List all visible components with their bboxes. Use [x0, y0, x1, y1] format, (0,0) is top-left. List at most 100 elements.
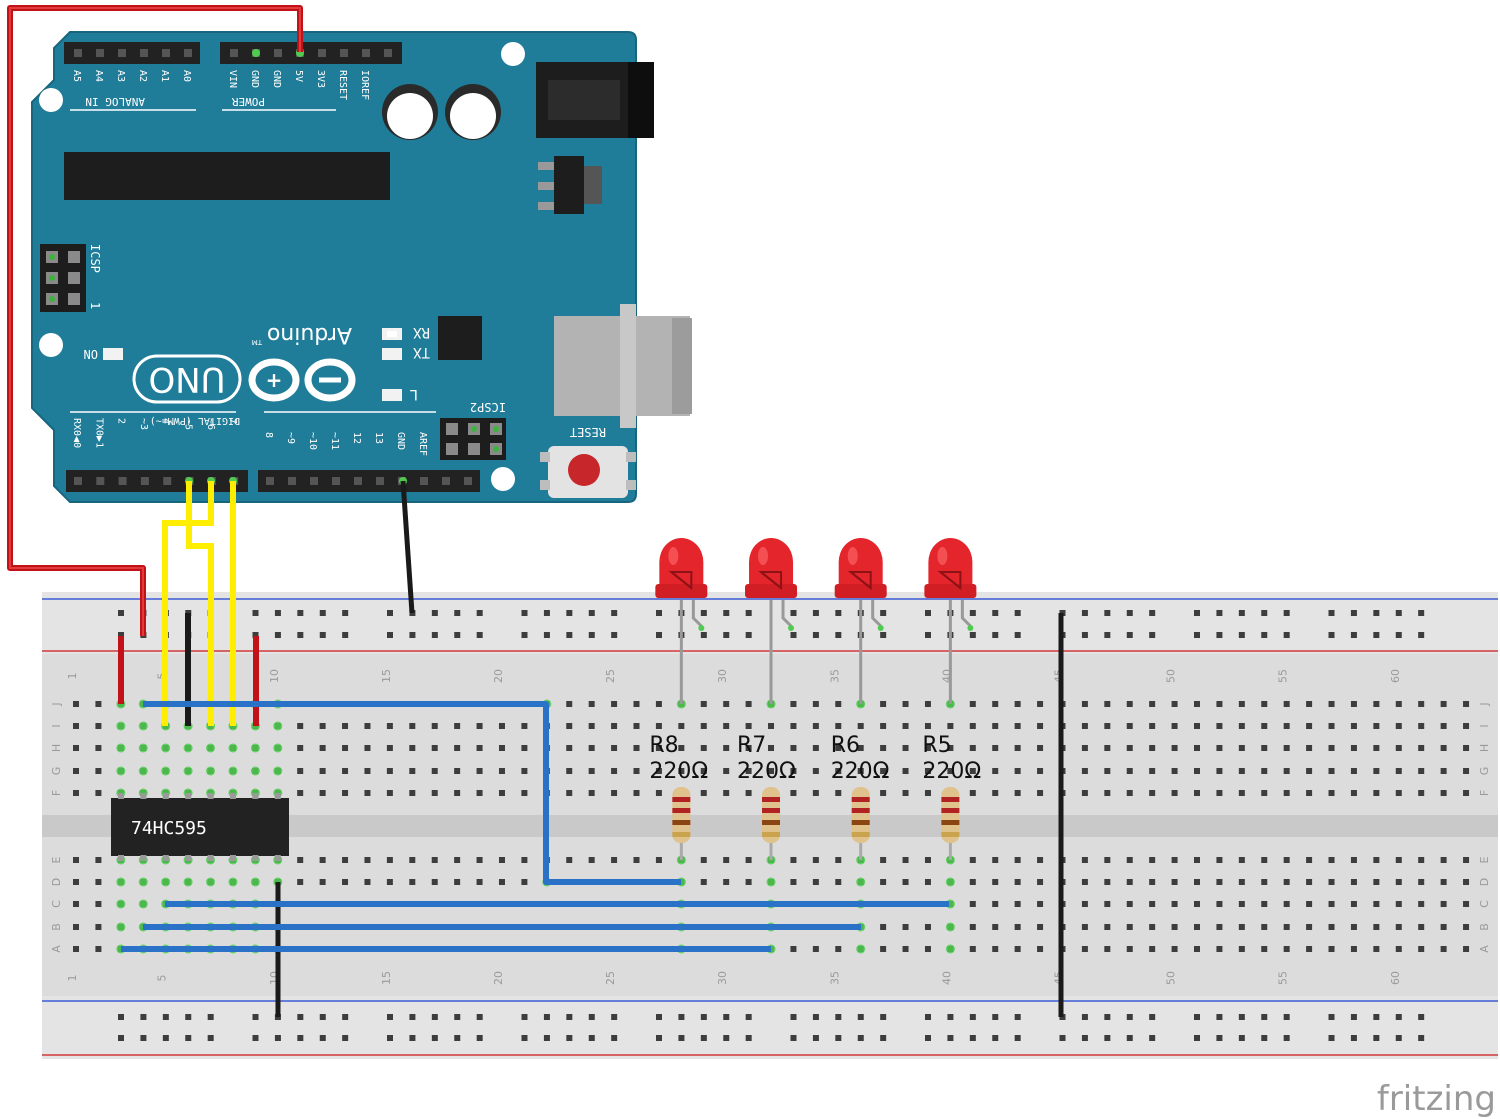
breadboard-hole [73, 768, 79, 774]
breadboard-hole [969, 901, 976, 907]
connection-marker [250, 877, 260, 887]
breadboard-hole [319, 857, 326, 863]
rail-hole [678, 1035, 685, 1041]
breadboard-hole [1350, 768, 1357, 774]
breadboard-hole [700, 701, 707, 707]
rail-hole [1418, 632, 1425, 638]
mounting-hole [39, 333, 63, 357]
breadboard-hole [1171, 924, 1178, 930]
breadboard-hole [1081, 946, 1088, 952]
pin-label: GND [249, 70, 260, 88]
breadboard-hole [880, 924, 887, 930]
breadboard-hole [1149, 924, 1156, 930]
rail-hole [274, 1035, 281, 1041]
breadboard-hole [73, 946, 79, 952]
rail-hole [319, 1014, 326, 1020]
column-number: 1 [66, 975, 79, 982]
rail-hole [1328, 610, 1335, 616]
breadboard-hole [745, 857, 752, 863]
breadboard-hole [1149, 768, 1156, 774]
breadboard-hole [498, 790, 505, 796]
connection-marker [183, 766, 193, 776]
breadboard-hole [297, 879, 304, 885]
rail-hole [454, 1014, 461, 1020]
row-letter-left: C [50, 900, 63, 908]
breadboard-hole [924, 924, 931, 930]
header-pin [162, 49, 170, 57]
breadboard-hole [588, 790, 595, 796]
rail-hole [1328, 632, 1335, 638]
breadboard-hole [364, 745, 371, 751]
pin-label: AREF [417, 432, 428, 456]
breadboard-hole [1126, 745, 1133, 751]
breadboard-hole [1194, 924, 1200, 930]
connection-marker [161, 766, 171, 776]
rail-hole [656, 610, 662, 616]
breadboard-hole [1463, 879, 1470, 885]
rail-hole [1081, 1035, 1088, 1041]
breadboard-hole [521, 723, 528, 729]
breadboard-hole [835, 879, 842, 885]
rail-hole [319, 610, 326, 616]
breadboard-hole [969, 768, 976, 774]
breadboard-hole [1238, 901, 1245, 907]
pin-label: RESET [337, 70, 348, 100]
breadboard-hole [431, 857, 438, 863]
arduino-brand-text: Arduino [267, 322, 352, 347]
breadboard-hole [790, 701, 797, 707]
breadboard-hole [1463, 768, 1470, 774]
tx-label: TX [413, 344, 430, 360]
breadboard-hole [1171, 790, 1178, 796]
breadboard-hole [1037, 879, 1044, 885]
rail-hole [476, 610, 483, 616]
rail-hole [992, 1014, 999, 1020]
power-label: POWER [232, 95, 265, 108]
breadboard-hole [1149, 946, 1156, 952]
breadboard-hole [95, 901, 102, 907]
breadboard-hole [1194, 701, 1200, 707]
rail-hole [812, 1014, 819, 1020]
breadboard-hole [768, 768, 775, 774]
rail-hole [297, 610, 304, 616]
breadboard-hole [454, 768, 461, 774]
row-letter-right: D [1478, 878, 1491, 886]
breadboard-hole [902, 790, 909, 796]
column-number: 60 [1389, 971, 1402, 985]
connection-marker [250, 766, 260, 776]
pin-label: ~10 [307, 432, 318, 450]
breadboard-hole [364, 723, 371, 729]
breadboard-hole [1395, 946, 1402, 952]
breadboard-hole [1149, 901, 1156, 907]
rail-hole [1216, 610, 1223, 616]
breadboard-hole [95, 745, 102, 751]
rail-hole [1149, 610, 1156, 616]
breadboard-hole [1373, 924, 1380, 930]
pin-label: A3 [115, 70, 126, 82]
column-number: 15 [380, 971, 393, 985]
pin-label: ~9 [285, 432, 296, 444]
rail-hole [521, 610, 528, 616]
breadboard-hole [95, 946, 102, 952]
breadboard-hole [969, 946, 976, 952]
reset-button[interactable] [540, 446, 636, 498]
rail-hole [1373, 1014, 1380, 1020]
breadboard-hole [745, 723, 752, 729]
rail-hole [1238, 1014, 1245, 1020]
breadboard-hole [969, 790, 976, 796]
rail-hole [1350, 1014, 1357, 1020]
breadboard-hole [454, 723, 461, 729]
breadboard-hole [1440, 946, 1447, 952]
breadboard-hole [1194, 946, 1200, 952]
rail-hole [1238, 632, 1245, 638]
breadboard-hole [723, 701, 730, 707]
breadboard-hole [476, 745, 483, 751]
icsp-label: ICSP [88, 244, 102, 273]
header-pin [442, 477, 450, 485]
connection-marker [206, 877, 216, 887]
ic-pin [140, 855, 147, 861]
breadboard-hole [655, 723, 662, 729]
breadboard-hole [342, 857, 349, 863]
rail-hole [790, 610, 797, 616]
